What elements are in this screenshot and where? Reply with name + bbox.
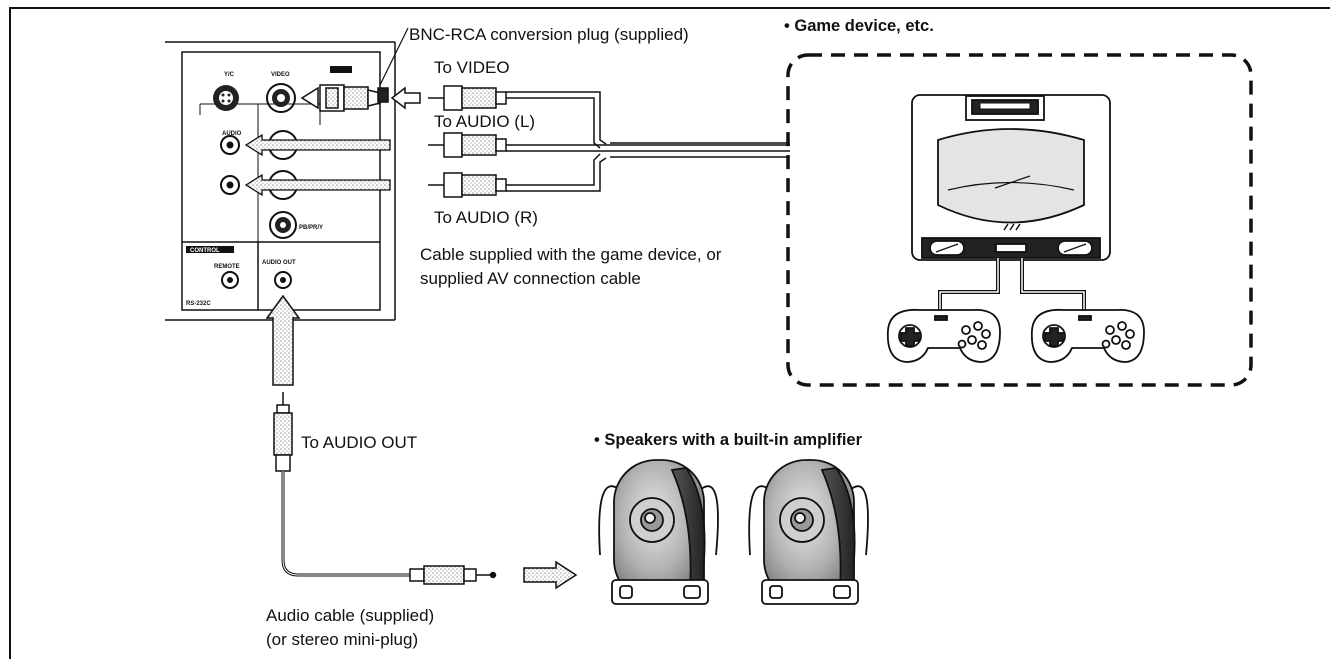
mini-plug-upper xyxy=(273,392,293,472)
game-device-heading: • Game device, etc. xyxy=(784,17,934,35)
audio-cable-label-line1: Audio cable (supplied) xyxy=(266,606,435,625)
audio-out-jack xyxy=(274,271,292,289)
page-frame xyxy=(9,7,1330,659)
av-cable xyxy=(506,91,790,192)
remote-jack xyxy=(221,271,239,289)
speaker-right xyxy=(748,459,869,605)
audio-out-arrow xyxy=(265,294,301,386)
to-audio-out-label: To AUDIO OUT xyxy=(301,433,418,452)
panel-label-pbpry: PB/PR/Y xyxy=(299,225,323,231)
yc-jack xyxy=(213,85,239,111)
bnc-rca-plug xyxy=(300,84,389,112)
speakers-heading: • Speakers with a built-in amplifier xyxy=(594,431,863,449)
mini-plug-lower xyxy=(409,565,497,585)
rca-plug-video xyxy=(428,85,507,111)
game-console-illustration xyxy=(911,94,1111,261)
speaker-left xyxy=(598,459,719,605)
audio-l-jack xyxy=(220,130,391,160)
rca-plug-audio-r xyxy=(428,172,507,198)
panel-label-yc: Y/C xyxy=(224,72,235,78)
bnc-plug-label: BNC-RCA conversion plug (supplied) xyxy=(409,25,689,44)
panel-label-video: VIDEO xyxy=(271,72,290,78)
panel-label-audio: AUDIO xyxy=(222,131,242,137)
audio-cable-label-line2: (or stereo mini-plug) xyxy=(266,630,419,649)
video-arrow xyxy=(390,86,421,110)
to-audio-r-label: To AUDIO (R) xyxy=(434,208,538,227)
rca-plug-audio-l xyxy=(428,132,507,158)
panel-label-remote: REMOTE xyxy=(214,264,240,270)
to-video-label: To VIDEO xyxy=(434,58,510,77)
video-bnc-jack xyxy=(266,83,296,113)
panel-labels: Y/C VIDEO AUDIO PB/PR/Y CONTROL REMOTE A… xyxy=(186,66,352,307)
bnc-leader-line xyxy=(379,27,409,86)
pbpry-jack xyxy=(269,211,297,239)
panel-label-rs232c: RS-232C xyxy=(186,301,211,307)
controller-cords xyxy=(938,258,1086,310)
panel-tag-2-text: CONTROL xyxy=(190,248,220,254)
game-device-box xyxy=(786,53,1253,387)
audio-r-jack xyxy=(220,170,391,200)
panel-tag-1 xyxy=(330,66,352,73)
controller-left xyxy=(886,308,1001,363)
panel-tag-2 xyxy=(186,246,234,253)
to-audio-l-label: To AUDIO (L) xyxy=(434,112,536,131)
audio-cable-line xyxy=(281,471,445,577)
controller-right xyxy=(1030,308,1145,363)
speaker-arrow xyxy=(523,560,578,590)
cable-supplied-label: Cable supplied with the game device, or … xyxy=(420,245,722,288)
panel-label-audio-out: AUDIO OUT xyxy=(262,260,296,266)
